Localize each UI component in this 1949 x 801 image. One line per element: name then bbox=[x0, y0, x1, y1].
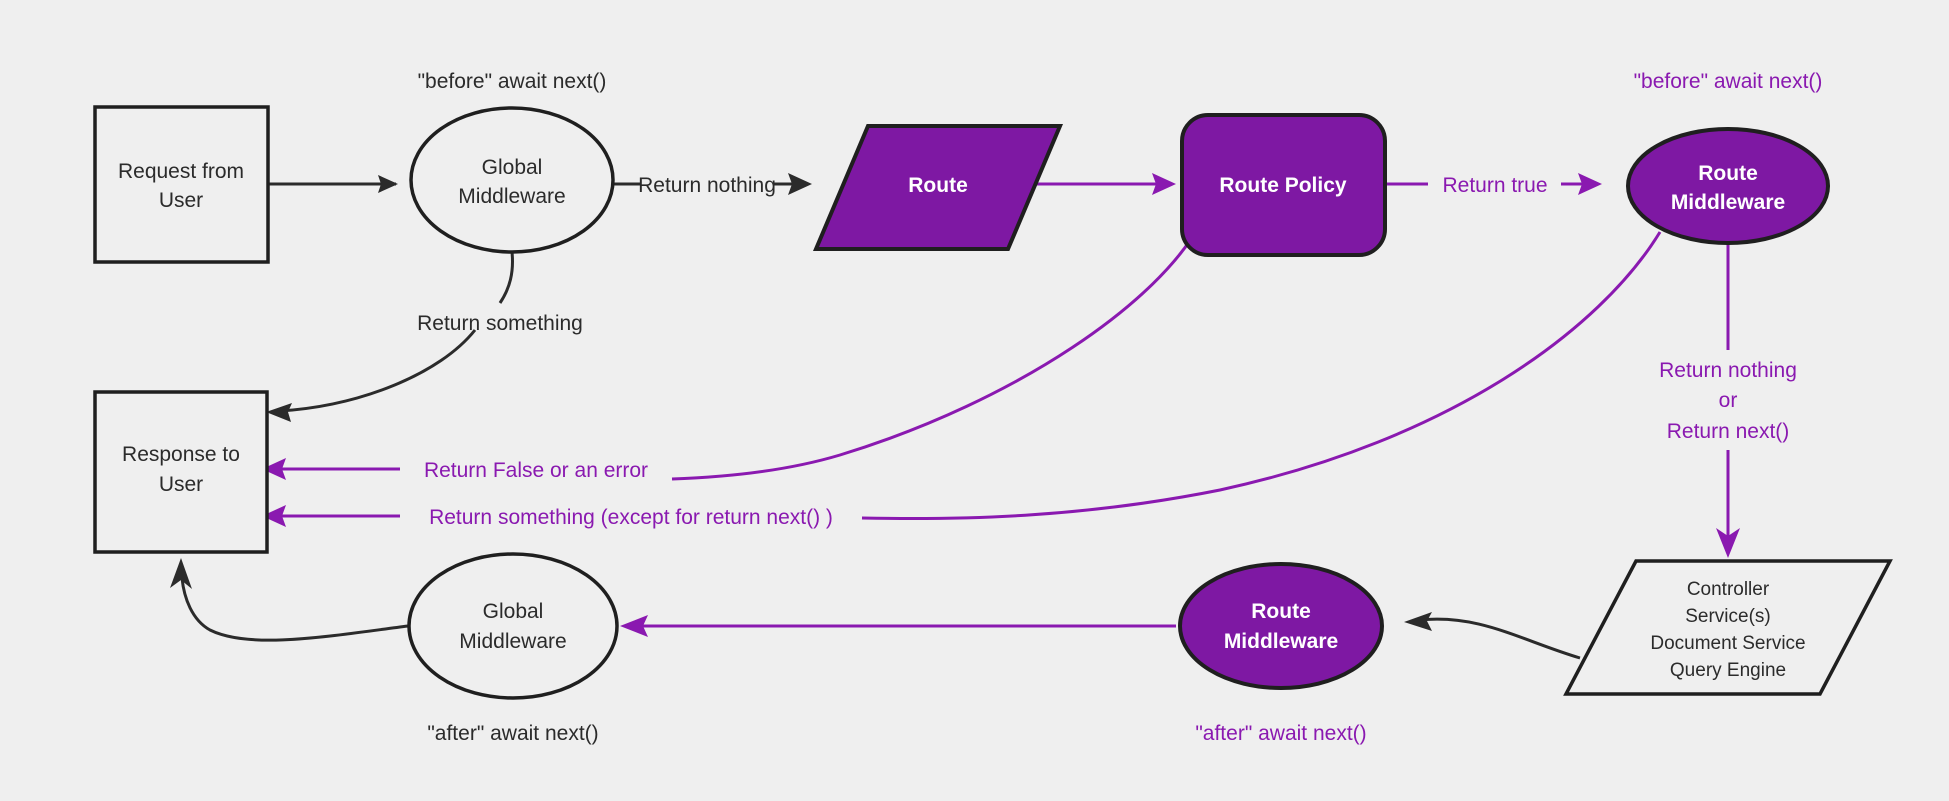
edge-label-or: or bbox=[1719, 389, 1738, 412]
node-global-middleware-top[interactable]: Global Middleware bbox=[409, 106, 615, 254]
annotation-after-await-next-route: "after" await next() bbox=[1195, 722, 1366, 745]
route-label: Route bbox=[908, 174, 968, 197]
node-request-from-user[interactable]: Request from User bbox=[93, 105, 270, 264]
edge-route-policy-to-response-false bbox=[262, 223, 1202, 481]
global-middleware-bottom-line1: Global bbox=[483, 600, 544, 623]
annotation-before-await-next-route: "before" await next() bbox=[1634, 70, 1823, 93]
edge-label-return-false-or-error: Return False or an error bbox=[424, 459, 648, 482]
node-global-middleware-bottom[interactable]: Global Middleware bbox=[407, 552, 619, 700]
node-route-middleware-top[interactable]: Route Middleware bbox=[1626, 127, 1830, 245]
response-to-user-line2: User bbox=[159, 473, 203, 496]
global-middleware-bottom-line2: Middleware bbox=[459, 630, 566, 653]
node-response-to-user[interactable]: Response to User bbox=[93, 390, 269, 554]
route-middleware-top-line2: Middleware bbox=[1671, 191, 1785, 214]
route-middleware-bottom-line2: Middleware bbox=[1224, 630, 1338, 653]
edge-global-middleware-bottom-to-response bbox=[170, 558, 409, 642]
controller-line2: Service(s) bbox=[1685, 606, 1771, 627]
route-middleware-bottom-line1: Route bbox=[1251, 600, 1311, 623]
edge-label-return-true: Return true bbox=[1442, 174, 1547, 197]
edge-label-return-nothing-route: Return nothing bbox=[1659, 359, 1797, 382]
edge-route-middleware-to-controller bbox=[1716, 243, 1740, 558]
global-middleware-top-line2: Middleware bbox=[458, 185, 565, 208]
edge-label-return-something-global: Return something bbox=[417, 312, 583, 335]
edge-route-to-route-policy bbox=[1022, 173, 1176, 195]
controller-line1: Controller bbox=[1687, 579, 1770, 600]
global-middleware-top-line1: Global bbox=[482, 156, 543, 179]
edge-label-return-next: Return next() bbox=[1667, 420, 1790, 443]
route-policy-label: Route Policy bbox=[1219, 174, 1347, 197]
node-route-middleware-bottom[interactable]: Route Middleware bbox=[1178, 562, 1384, 690]
response-to-user-line1: Response to bbox=[122, 443, 240, 466]
edge-route-middleware-bottom-to-global-middleware-bottom bbox=[620, 615, 1176, 637]
edge-global-middleware-to-route bbox=[613, 173, 812, 195]
edge-label-return-nothing-global: Return nothing bbox=[638, 174, 776, 197]
node-route-policy[interactable]: Route Policy bbox=[1180, 113, 1387, 257]
node-controller-services[interactable]: Controller Service(s) Document Service Q… bbox=[1563, 559, 1893, 696]
annotation-before-await-next-global: "before" await next() bbox=[418, 70, 607, 93]
edge-route-middleware-to-response-something bbox=[262, 231, 1662, 527]
edge-label-return-something-except: Return something (except for return next… bbox=[429, 506, 833, 529]
request-from-user-line2: User bbox=[159, 189, 203, 212]
node-route[interactable]: Route bbox=[812, 124, 1064, 251]
annotation-after-await-next-global: "after" await next() bbox=[427, 722, 598, 745]
controller-line3: Document Service bbox=[1650, 633, 1805, 654]
edge-global-middleware-to-response bbox=[266, 251, 514, 422]
edge-controller-to-route-middleware-bottom bbox=[1404, 612, 1581, 660]
edge-route-policy-to-route-middleware bbox=[1385, 173, 1602, 195]
route-middleware-top-line1: Route bbox=[1698, 162, 1758, 185]
edge-request-to-global-middleware bbox=[268, 175, 398, 193]
request-from-user-line1: Request from bbox=[118, 160, 244, 183]
controller-line4: Query Engine bbox=[1670, 660, 1786, 681]
